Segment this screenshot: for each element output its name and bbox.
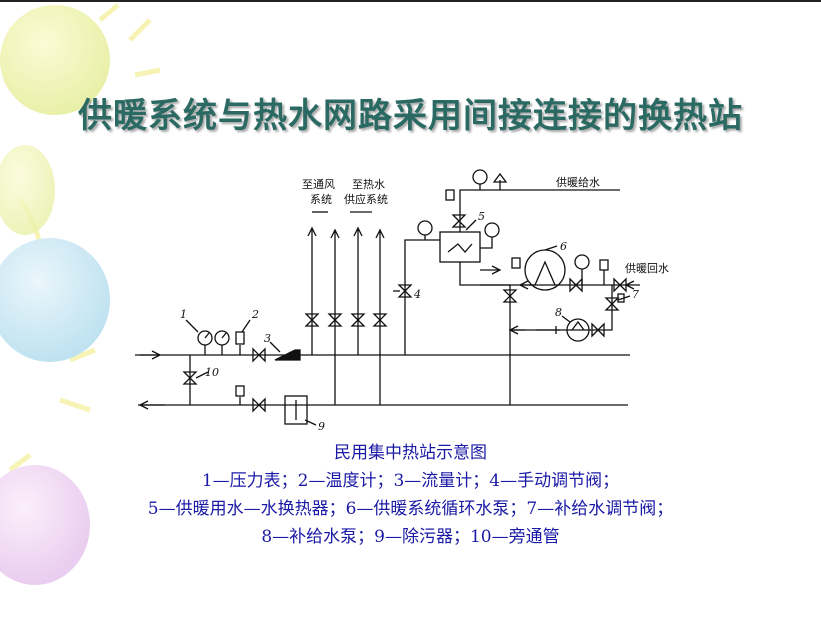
label-to-ventilation-1: 至通风 bbox=[302, 178, 335, 191]
pressure-gauge-left bbox=[417, 220, 433, 236]
slide-title: 供暖系统与热水网路采用间接连接的换热站 bbox=[78, 96, 743, 136]
number-9: 9 bbox=[318, 420, 325, 433]
pressure-gauge-return bbox=[574, 254, 590, 270]
number-8: 8 bbox=[555, 306, 562, 319]
pink-balloon bbox=[0, 465, 90, 585]
number-1: 1 bbox=[180, 308, 187, 321]
number-10: 10 bbox=[205, 366, 219, 379]
exchanger-to-supply bbox=[459, 189, 620, 232]
exchanger-primary-return bbox=[459, 262, 511, 405]
circulation-pump-6 bbox=[524, 249, 566, 291]
supply-top-vent bbox=[492, 172, 508, 190]
label-heating-supply: 供暖给水 bbox=[556, 175, 600, 189]
number-5: 5 bbox=[478, 210, 485, 223]
number-7: 7 bbox=[632, 288, 639, 301]
blue-balloon bbox=[0, 238, 110, 362]
label-to-hotwater-2: 供应系统 bbox=[344, 192, 388, 206]
supply-valve bbox=[252, 347, 266, 363]
caption-title: 民用集中热站示意图 bbox=[334, 443, 487, 463]
caption-line-1: 1—压力表；2—温度计；3—流量计；4—手动调节阀； bbox=[201, 471, 620, 491]
thermometer-pump bbox=[511, 257, 521, 269]
thermometer-return-line bbox=[599, 259, 609, 271]
caption-line-2: 5—供暖用水—水换热器；6—供暖系统循环水泵；7—补给水调节阀； bbox=[147, 499, 674, 519]
pressure-gauge-top bbox=[472, 169, 488, 185]
ventilation-return-riser bbox=[330, 228, 340, 405]
hotwater-supply-riser bbox=[353, 226, 363, 355]
exchanger-primary-supply bbox=[404, 239, 440, 355]
makeup-valve-7 bbox=[604, 297, 620, 311]
thermometer-return bbox=[235, 385, 245, 397]
number-6: 6 bbox=[560, 240, 567, 253]
makeup-pump-8 bbox=[566, 318, 590, 342]
pump-8-inlet bbox=[536, 326, 560, 334]
label-to-ventilation-2: 系统 bbox=[310, 193, 332, 206]
top-border-line bbox=[0, 0, 821, 2]
return-valve bbox=[252, 397, 266, 413]
label-heating-return: 供暖回水 bbox=[625, 261, 669, 275]
dirt-separator-9 bbox=[284, 395, 308, 425]
manual-valve-4 bbox=[397, 284, 413, 298]
number-4: 4 bbox=[413, 288, 421, 301]
supply-inlet-arrow bbox=[140, 350, 162, 360]
pressure-gauge-1 bbox=[197, 330, 213, 346]
ventilation-supply-riser bbox=[307, 226, 317, 355]
yellow-balloon-small bbox=[0, 145, 55, 235]
flow-meter-3 bbox=[274, 349, 301, 361]
pressure-gauge-right bbox=[484, 222, 500, 238]
thermometer-top bbox=[445, 189, 455, 201]
number-2: 2 bbox=[251, 308, 259, 321]
pressure-gauge-1b bbox=[214, 330, 230, 346]
caption-line-3: 8—补给水泵；9—除污器；10—旁通管 bbox=[261, 527, 560, 547]
thermometer-2 bbox=[235, 331, 245, 345]
return-arrow-left bbox=[518, 280, 535, 290]
return-outlet-arrow bbox=[138, 400, 165, 410]
number-3: 3 bbox=[264, 332, 271, 345]
hotwater-return-riser bbox=[375, 228, 385, 405]
yellow-balloon bbox=[0, 5, 110, 115]
label-to-hotwater-1: 至热水 bbox=[352, 178, 385, 191]
bypass-valve bbox=[182, 371, 198, 385]
